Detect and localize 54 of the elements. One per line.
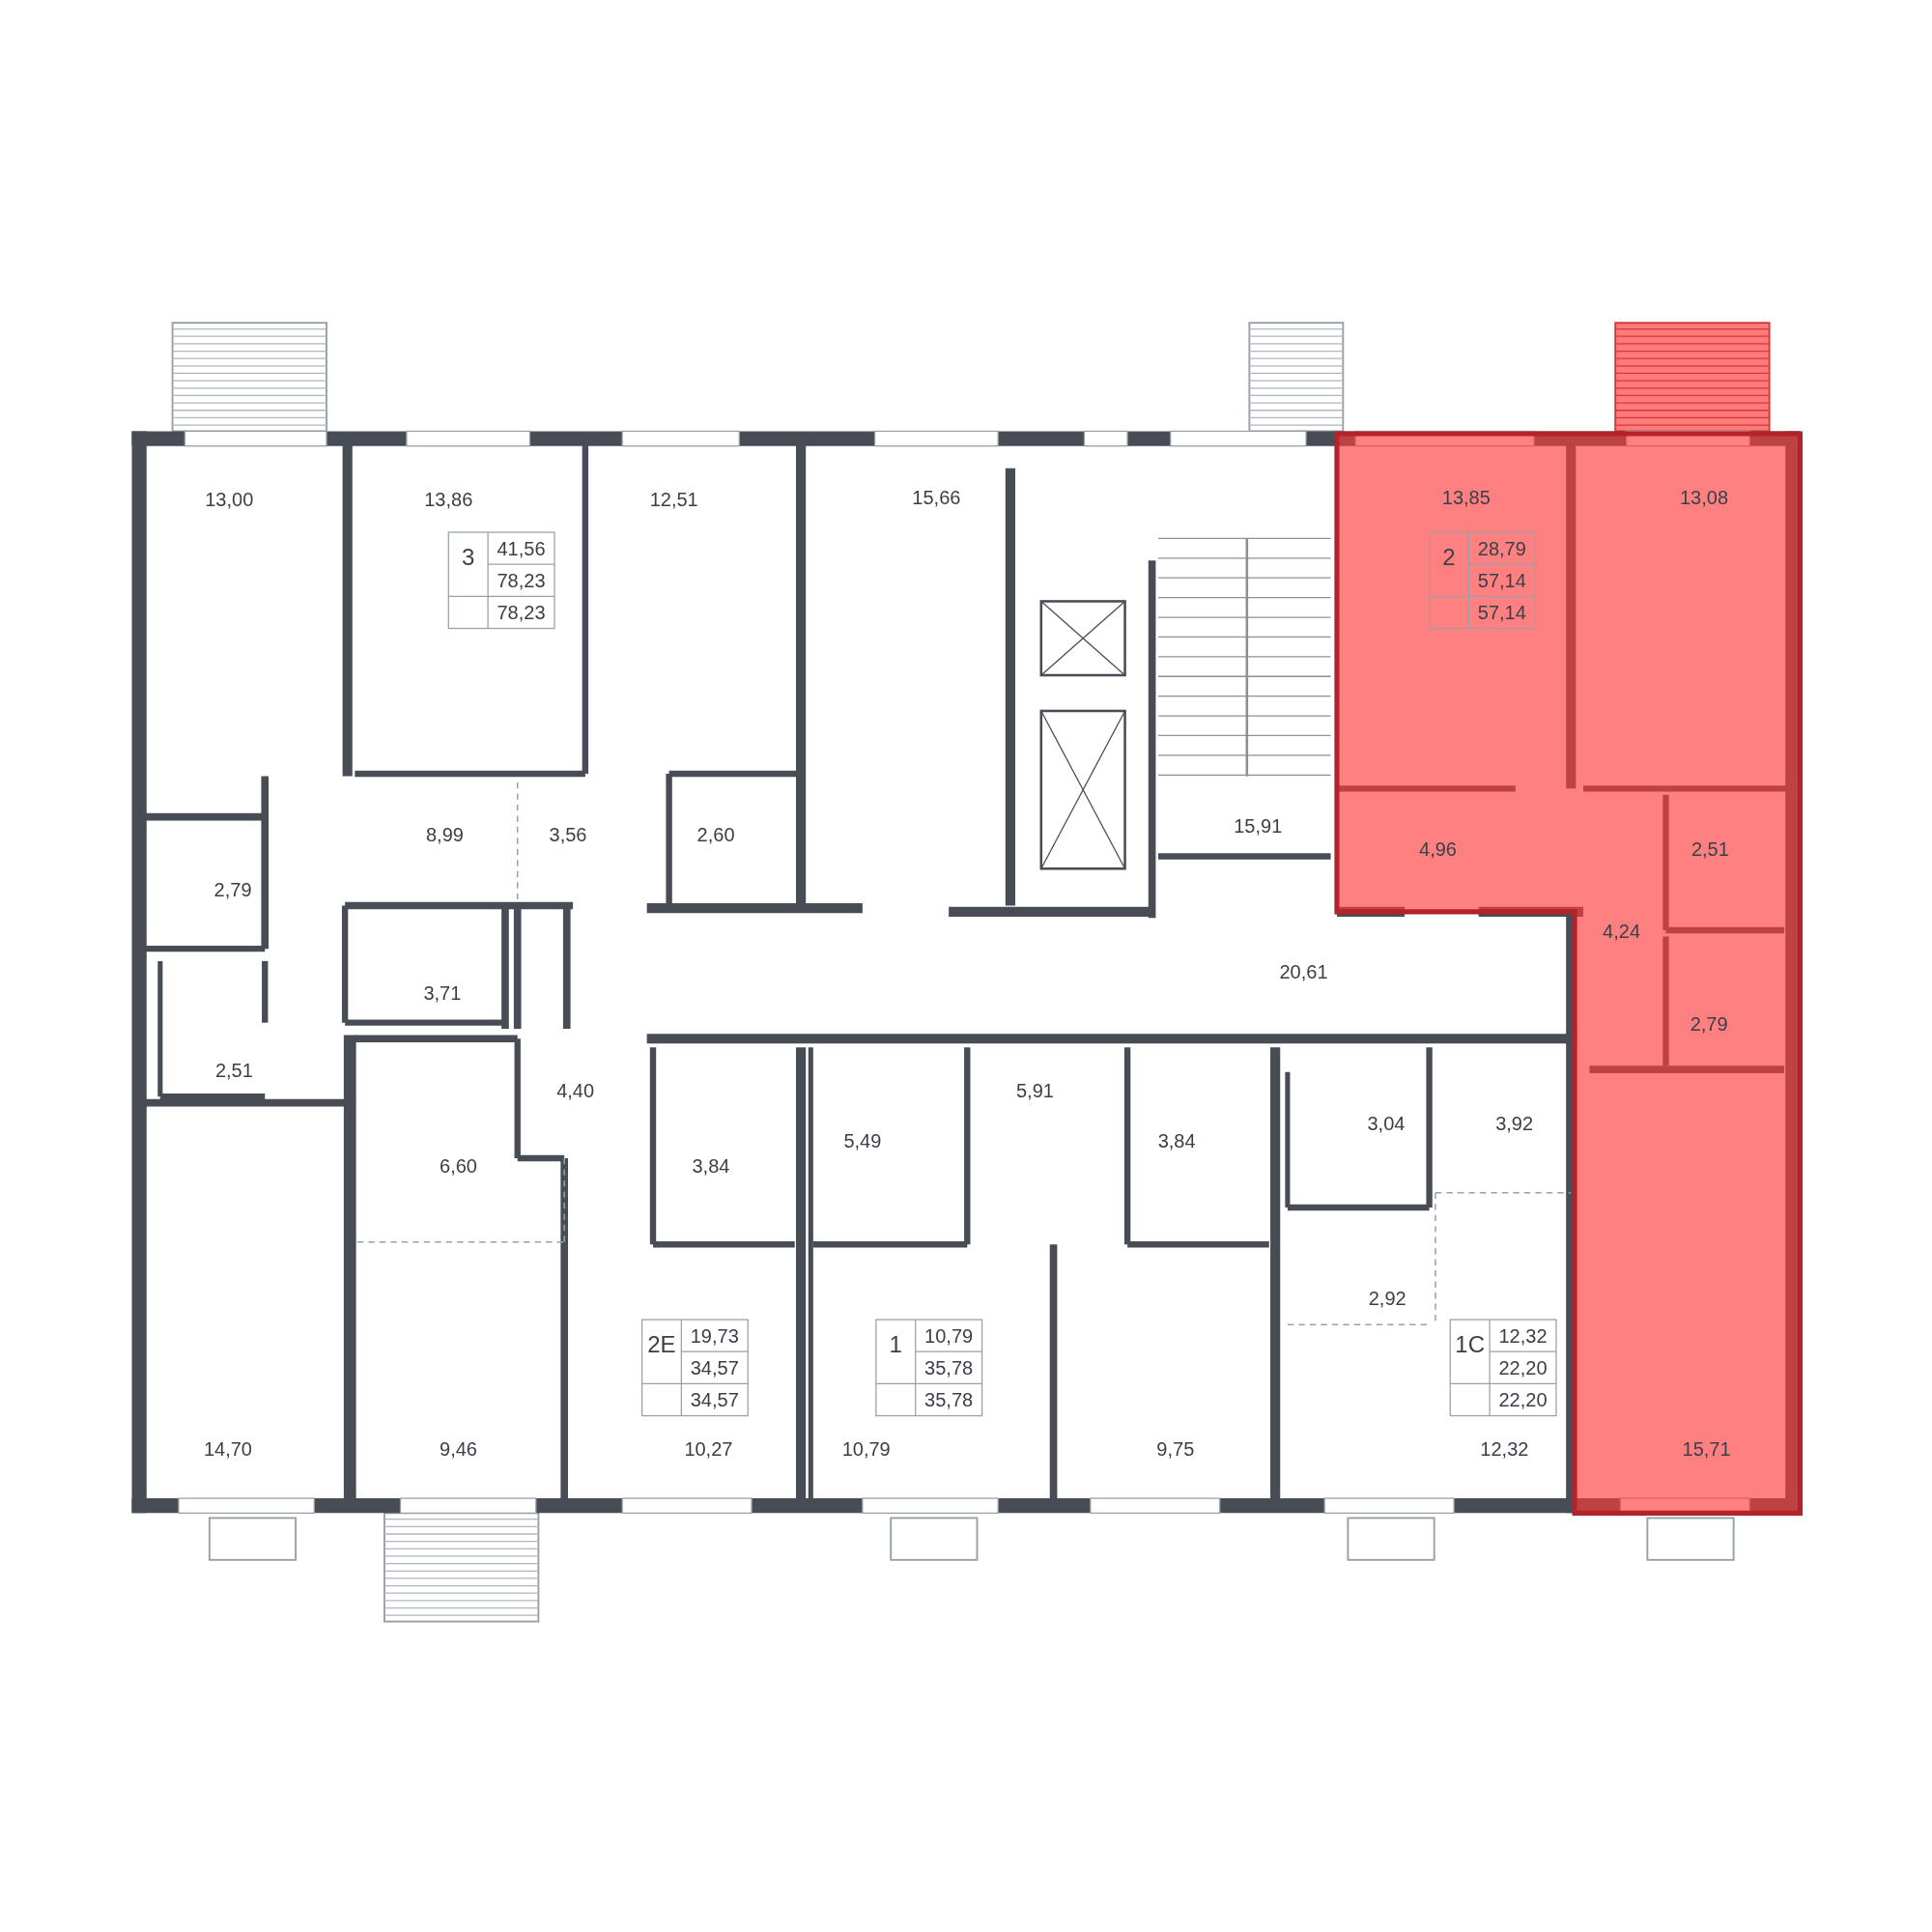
room-area: 10,79: [841, 1439, 891, 1459]
room-area: 13,08: [1680, 488, 1729, 508]
room-area: 3,84: [692, 1155, 730, 1176]
apartment-area: 34,57: [690, 1357, 739, 1378]
room-area: 9,75: [1156, 1439, 1195, 1459]
room-area: 15,71: [1682, 1439, 1731, 1459]
room-area: 2,92: [1368, 1289, 1406, 1309]
room-area: 5,49: [843, 1131, 882, 1151]
apartment-area: 57,14: [1477, 570, 1526, 590]
room-area: 3,56: [549, 824, 587, 844]
apartment-area: 41,56: [497, 538, 546, 558]
apartment-type: 2Е: [647, 1332, 676, 1356]
room-area: 13,86: [424, 489, 473, 509]
room-area: 2,60: [696, 824, 735, 844]
apartment-area: 78,23: [497, 602, 546, 622]
room-area: 12,32: [1480, 1439, 1529, 1459]
apartment-area: 19,73: [690, 1325, 739, 1346]
room-area: 3,84: [1157, 1131, 1196, 1151]
room-area: 3,92: [1495, 1114, 1534, 1134]
room-area: 4,96: [1419, 838, 1457, 859]
apartment-area: 12,32: [1498, 1325, 1548, 1346]
room-area: 20,61: [1279, 962, 1328, 982]
room-area: 14,70: [203, 1439, 252, 1459]
apartment-area: 78,23: [497, 570, 546, 590]
apartment-type: 2: [1442, 545, 1456, 569]
room-area: 15,91: [1234, 815, 1283, 836]
room-area: 5,91: [1015, 1080, 1054, 1100]
apartment-area: 28,79: [1477, 538, 1526, 558]
room-area: 2,79: [1690, 1013, 1728, 1034]
room-area: 3,71: [423, 983, 462, 1004]
room-area: 15,66: [912, 488, 961, 508]
apartment-area: 35,78: [924, 1357, 974, 1378]
apartment-area: 10,79: [924, 1325, 974, 1346]
apartment-area: 35,78: [924, 1389, 974, 1409]
apartment-type: 1: [889, 1332, 902, 1356]
room-area: 2,79: [213, 879, 252, 899]
apartment-area: 34,57: [690, 1389, 739, 1409]
room-area: 3,04: [1367, 1114, 1406, 1134]
apartment-area: 22,20: [1498, 1389, 1548, 1409]
room-area: 9,46: [440, 1439, 477, 1459]
apartment-type: 3: [462, 545, 475, 569]
apartment-area: 57,14: [1477, 602, 1526, 622]
room-area: 6,60: [440, 1155, 477, 1176]
room-area: 13,00: [205, 489, 254, 509]
room-area: 13,85: [1441, 488, 1491, 508]
room-area: 10,27: [684, 1439, 733, 1459]
room-area: 2,51: [214, 1061, 253, 1081]
apartment-area: 22,20: [1498, 1357, 1548, 1378]
room-area: 4,40: [556, 1080, 595, 1100]
apartment-type: 1С: [1455, 1332, 1485, 1356]
room-area: 8,99: [426, 824, 464, 844]
room-area: 12,51: [649, 489, 698, 509]
room-area: 2,51: [1690, 838, 1729, 859]
room-area: 4,24: [1603, 922, 1641, 942]
